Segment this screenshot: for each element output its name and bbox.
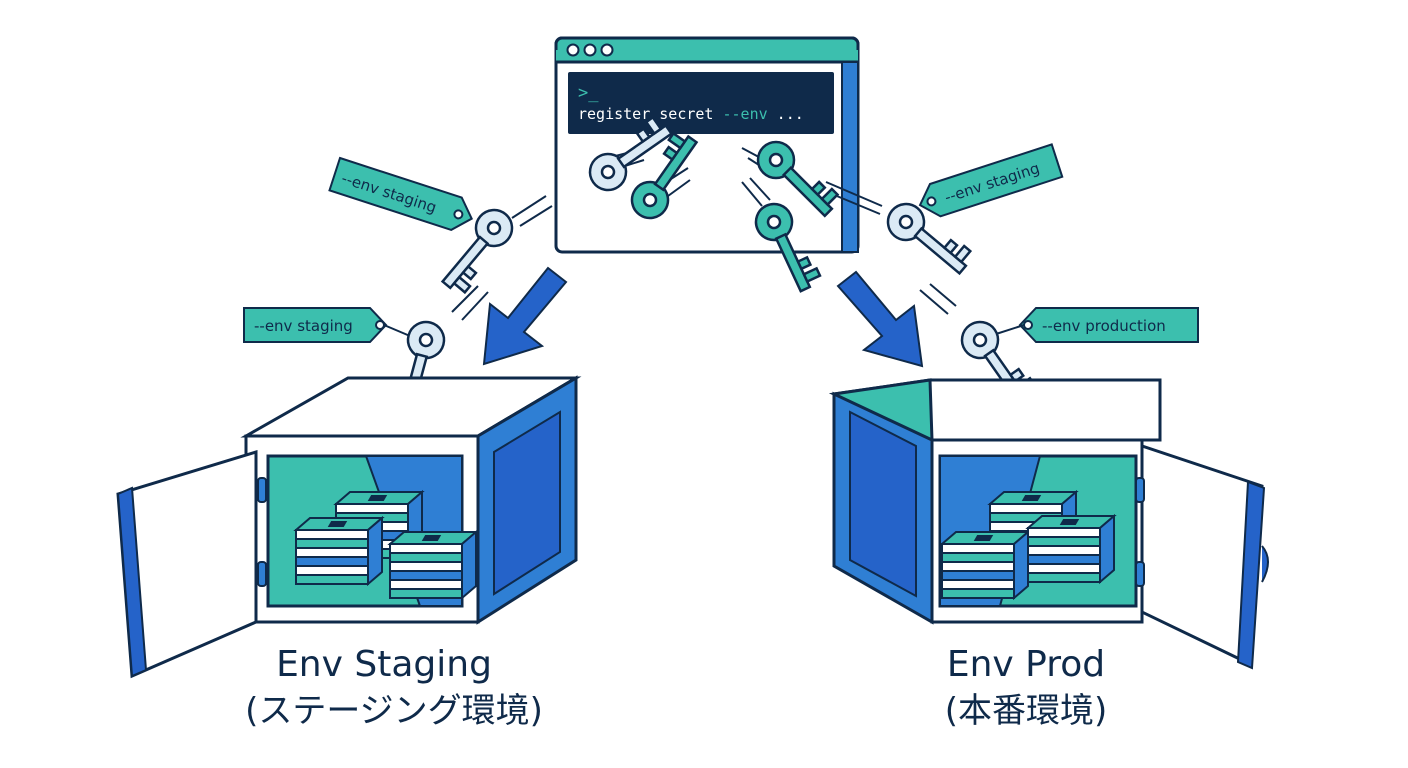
tag-icon: --env staging bbox=[918, 143, 1064, 218]
arrow-icon bbox=[836, 270, 924, 368]
vault-subtitle-staging: (ステージング環境) bbox=[245, 691, 543, 731]
cash-stack-icon bbox=[295, 517, 383, 585]
vault-subtitle-prod: (本番環境) bbox=[945, 691, 1108, 731]
terminal-prompt: >_ bbox=[578, 83, 599, 103]
tag-icon: --env staging bbox=[328, 156, 474, 231]
vault-title-staging: Env Staging bbox=[276, 644, 492, 685]
tag-icon: --env staging bbox=[243, 307, 388, 343]
terminal-window-icon: >_ register secret --env ... bbox=[554, 36, 860, 254]
vault-title-prod: Env Prod bbox=[947, 644, 1105, 685]
cash-stack-icon bbox=[1027, 515, 1115, 583]
command-suffix: ... bbox=[768, 105, 804, 123]
vault-icon bbox=[828, 378, 1269, 670]
terminal-command: register secret --env ... bbox=[578, 105, 804, 123]
cash-stack-icon bbox=[389, 531, 477, 599]
cash-stack-icon bbox=[941, 531, 1029, 599]
tag-icon: --env production bbox=[1018, 307, 1199, 343]
command-prefix: register secret bbox=[578, 105, 723, 123]
tag-label: --env staging bbox=[254, 317, 353, 335]
arrow-icon bbox=[482, 266, 568, 366]
vault-icon bbox=[116, 375, 582, 679]
tag-label: --env production bbox=[1042, 317, 1166, 335]
command-flag: --env bbox=[723, 105, 768, 123]
